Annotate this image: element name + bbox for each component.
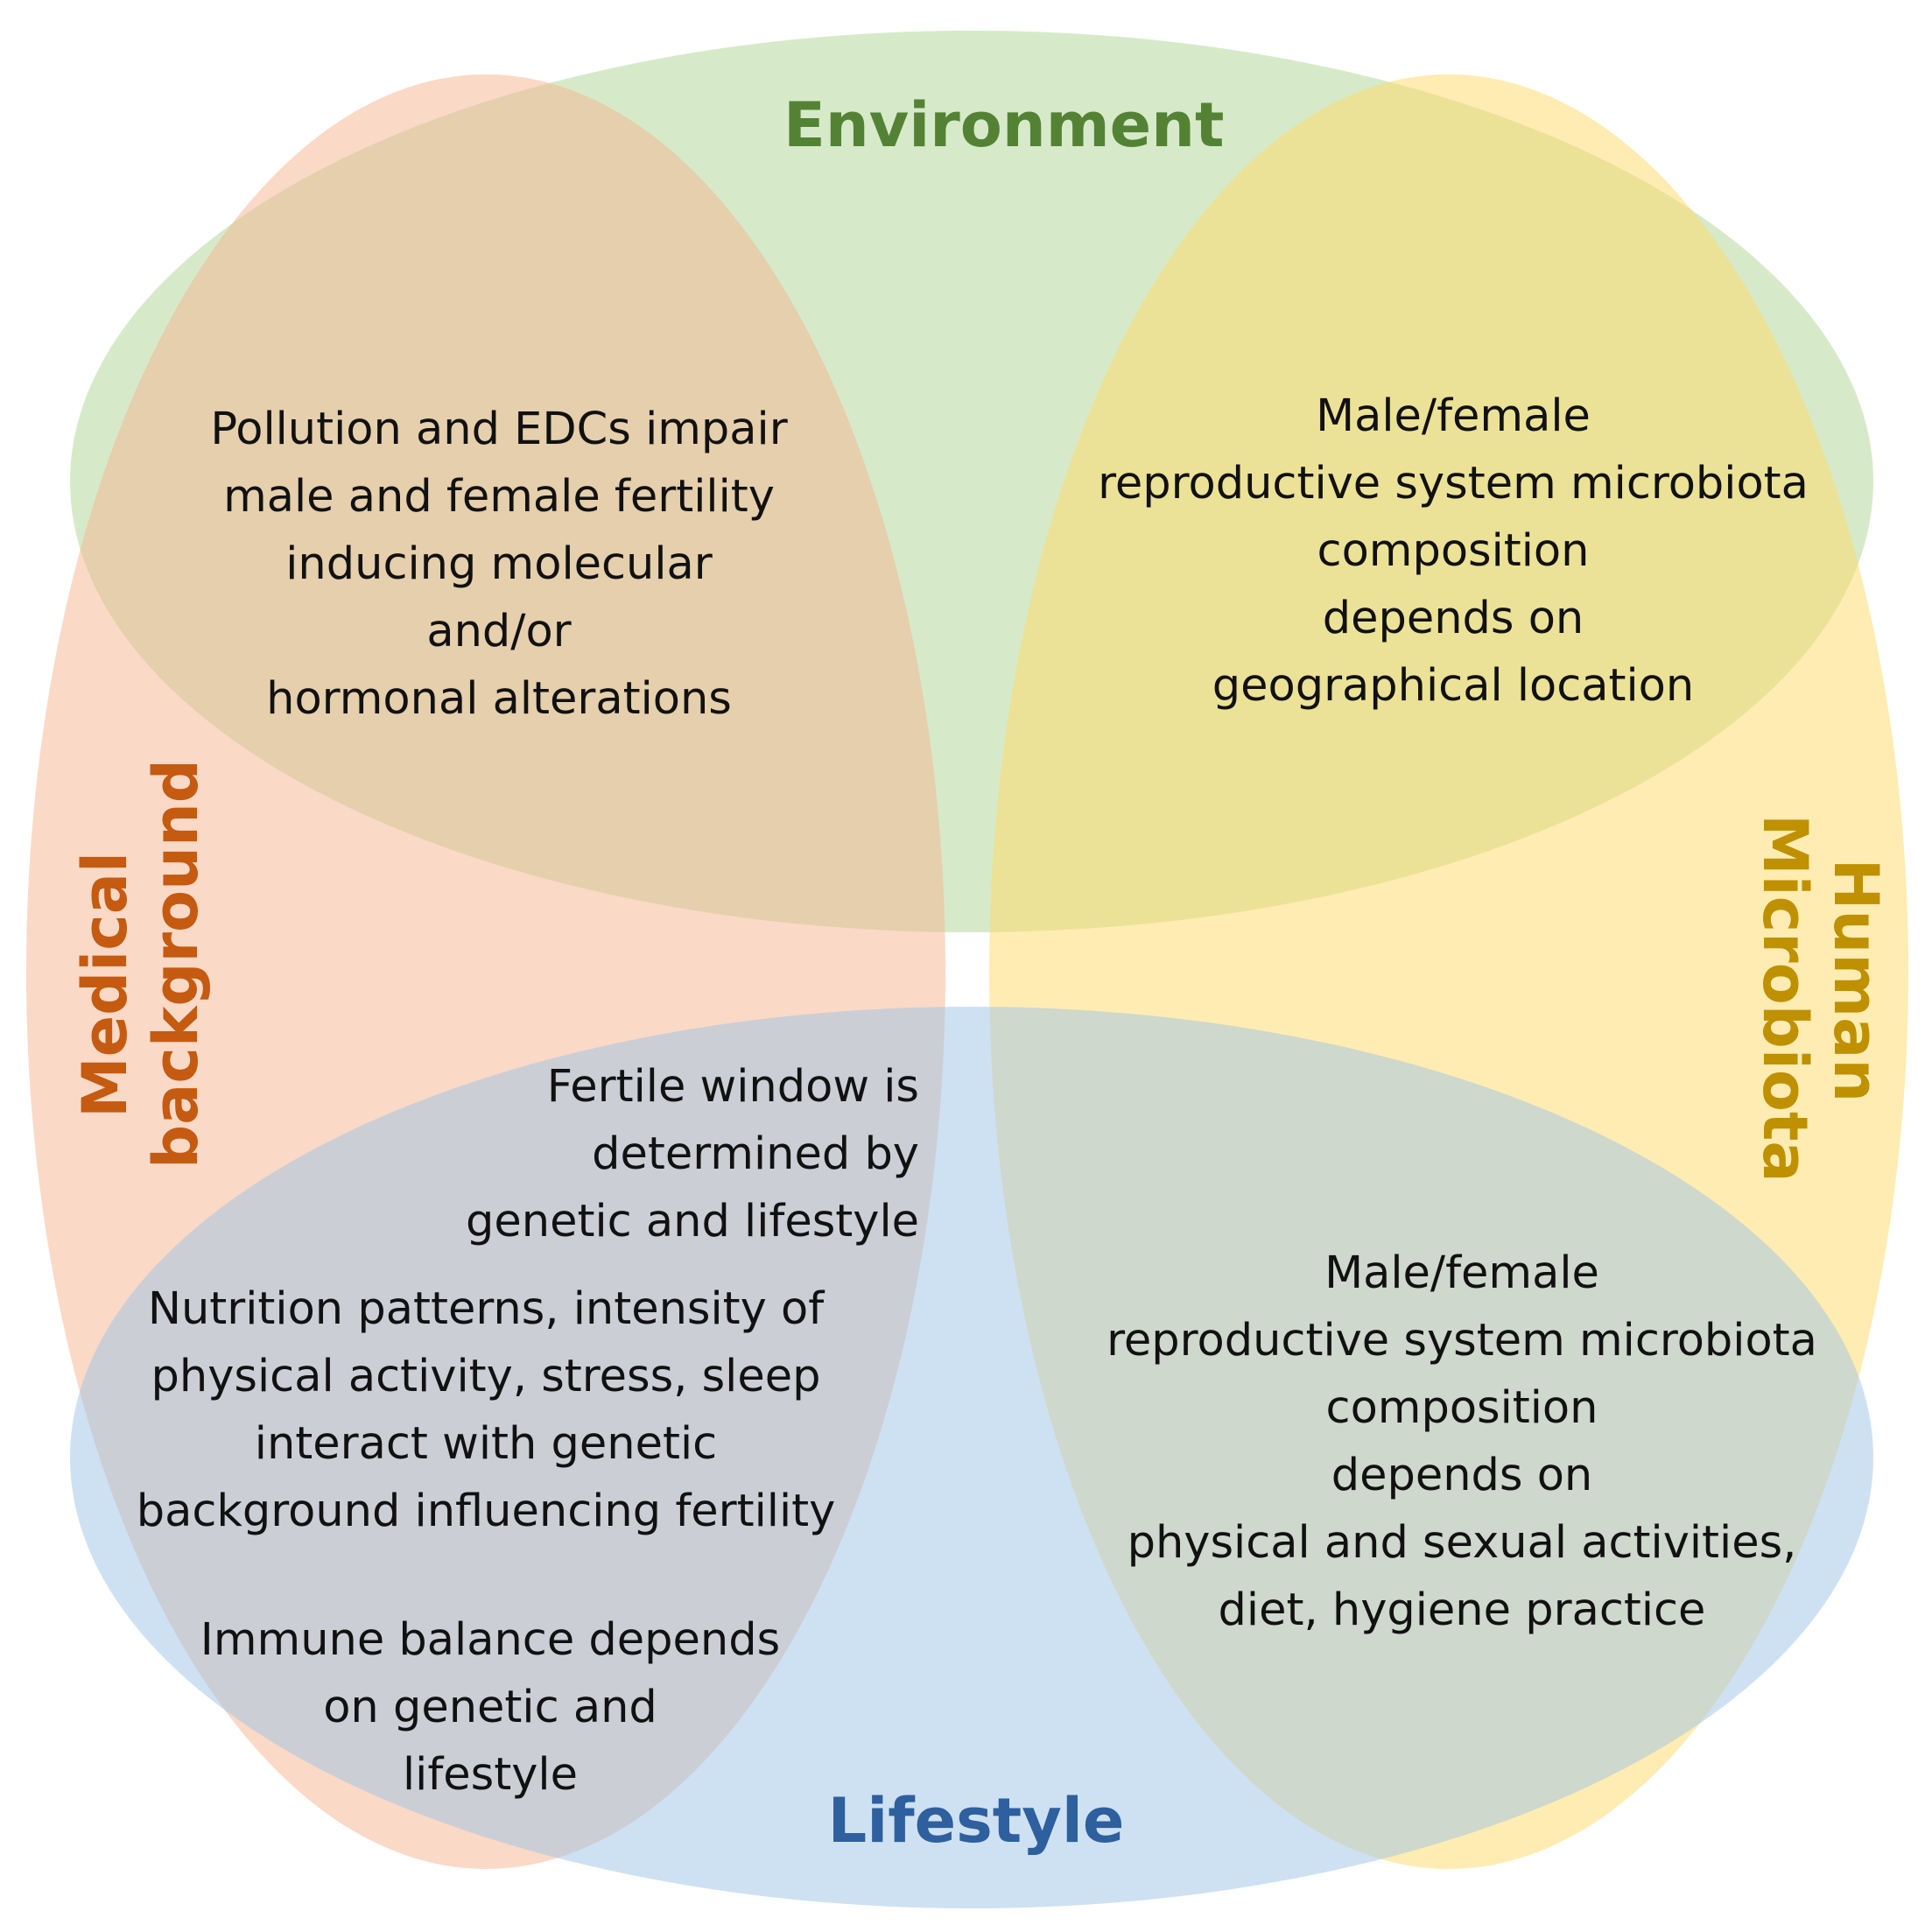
note-line: physical activity, stress, sleep	[151, 1351, 821, 1402]
note-line: composition	[1325, 1382, 1598, 1434]
environment-label: Environment	[783, 89, 1225, 161]
note-line: Male/female	[1316, 390, 1591, 442]
note-line: Male/female	[1324, 1247, 1599, 1299]
note-line: diet, hygiene practice	[1218, 1584, 1706, 1636]
note-line: depends on	[1322, 593, 1584, 644]
note-line: background influencing fertility	[136, 1486, 836, 1537]
note-line: male and female fertility	[223, 471, 775, 523]
note-line: geographical location	[1212, 660, 1695, 712]
note-line: physical and sexual activities,	[1127, 1517, 1797, 1569]
note-line: interact with genetic	[254, 1418, 718, 1470]
nutrition-note: Nutrition patterns, intensity of physica…	[114, 1275, 858, 1545]
note-line: Immune balance depends	[200, 1614, 781, 1666]
note-line: and/or	[426, 606, 572, 657]
lifestyle-ellipse	[70, 1007, 1873, 1908]
note-line: Nutrition patterns, intensity of	[147, 1283, 825, 1335]
note-line: reproductive system microbiota	[1098, 458, 1809, 509]
human-microbiota-label: Human Microbiota	[1733, 814, 1893, 1183]
human-label-line: Human	[1820, 858, 1892, 1103]
note-line: reproductive system microbiota	[1107, 1315, 1817, 1366]
microbiota-label-line: Microbiota	[1749, 814, 1822, 1183]
fertile-window-note: Fertile window is determined by genetic …	[385, 1053, 919, 1255]
immune-note: Immune balance depends on genetic and li…	[175, 1606, 805, 1809]
environment-microbiota-note: Male/female reproductive system microbio…	[1081, 383, 1825, 720]
note-line: determined by	[592, 1128, 919, 1180]
lifestyle-microbiota-note: Male/female reproductive system microbio…	[1090, 1240, 1834, 1644]
note-line: depends on	[1331, 1450, 1593, 1501]
lifestyle-label: Lifestyle	[827, 1785, 1125, 1857]
note-line: inducing molecular	[285, 538, 713, 590]
note-line: genetic and lifestyle	[466, 1196, 919, 1247]
environment-medical-note: Pollution and EDCs impair male and femal…	[166, 396, 832, 733]
note-line: Pollution and EDCs impair	[210, 404, 788, 455]
note-line: on genetic and	[323, 1682, 657, 1733]
background-label-line: background	[139, 759, 212, 1169]
note-line: hormonal alterations	[266, 673, 732, 725]
medical-label-line: Medical	[69, 852, 141, 1118]
note-line: composition	[1317, 525, 1590, 577]
medical-background-label: Medical background	[69, 759, 228, 1169]
note-line: Fertile window is	[546, 1061, 919, 1113]
note-line: lifestyle	[403, 1749, 578, 1801]
